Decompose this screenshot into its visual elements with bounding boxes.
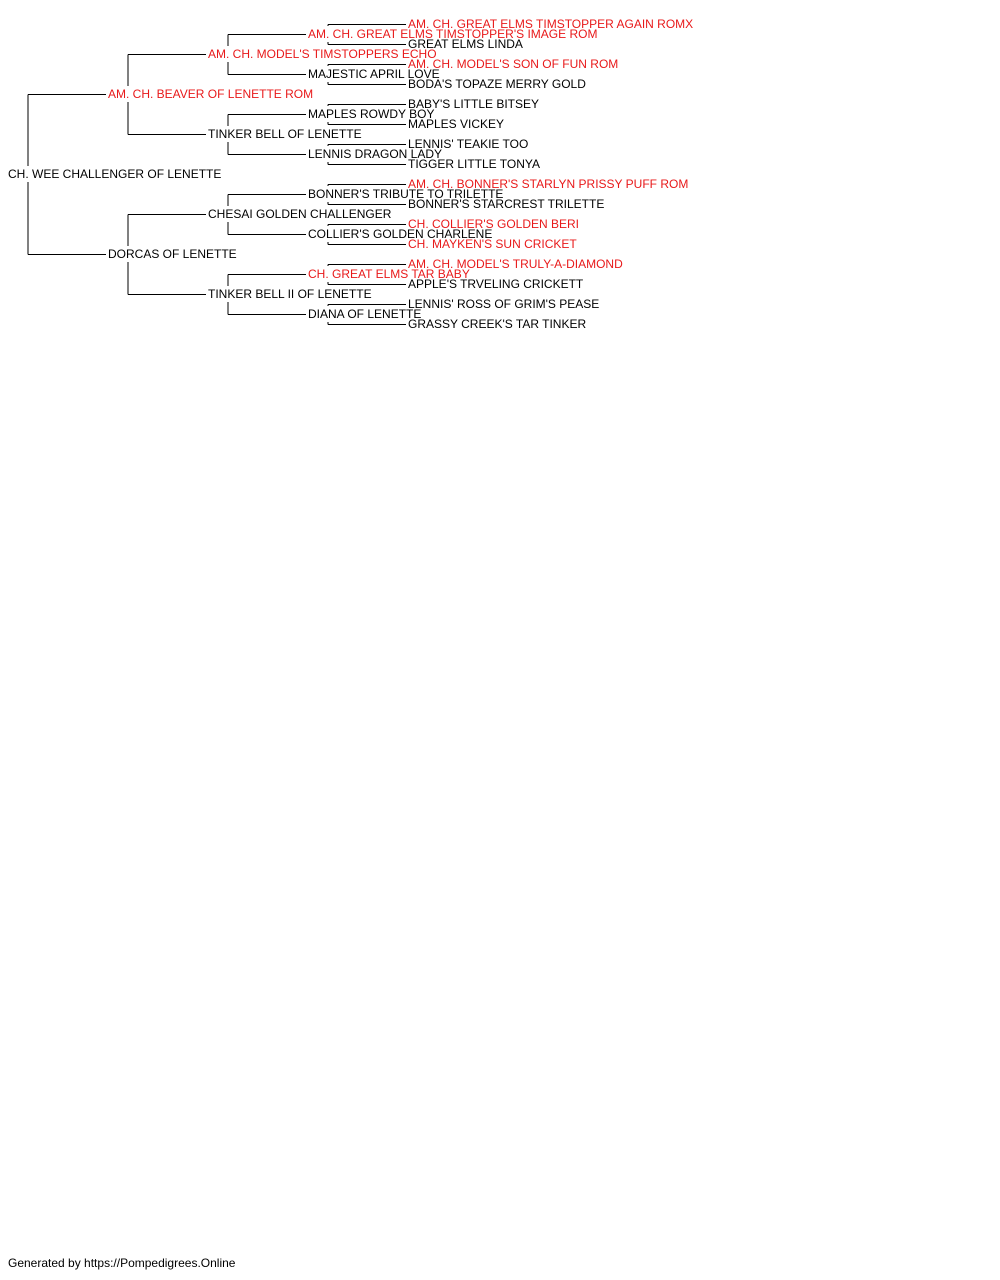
dog-name-gen5: TIGGER LITTLE TONYA xyxy=(408,157,540,171)
dog-name-gen5: APPLE'S TRVELING CRICKETT xyxy=(408,277,584,291)
dog-name-gen5: AM. CH. GREAT ELMS TIMSTOPPER AGAIN ROMX xyxy=(408,17,693,31)
dog-name-gen4: AM. CH. GREAT ELMS TIMSTOPPER'S IMAGE RO… xyxy=(308,27,597,41)
dog-name-gen4: COLLIER'S GOLDEN CHARLENE xyxy=(308,227,492,241)
dog-name-gen4: DIANA OF LENETTE xyxy=(308,307,421,321)
dog-name-gen5: BABY'S LITTLE BITSEY xyxy=(408,97,539,111)
dog-name-gen5: CH. MAYKEN'S SUN CRICKET xyxy=(408,237,577,251)
dog-name-gen5: GREAT ELMS LINDA xyxy=(408,37,523,51)
dog-name-gen5: BONNER'S STARCREST TRILETTE xyxy=(408,197,604,211)
dog-name-gen5: AM. CH. MODEL'S TRULY-A-DIAMOND xyxy=(408,257,623,271)
dog-name-gen5: CH. COLLIER'S GOLDEN BERI xyxy=(408,217,579,231)
dog-name-gen4: LENNIS DRAGON LADY xyxy=(308,147,442,161)
dog-name-gen3: TINKER BELL II OF LENETTE xyxy=(208,287,372,301)
dog-name-gen4: MAJESTIC APRIL LOVE xyxy=(308,67,440,81)
generated-by-footer: Generated by https://Pompedigrees.Online xyxy=(8,1256,236,1270)
dog-name-gen5: LENNIS' TEAKIE TOO xyxy=(408,137,528,151)
dog-name-gen4: BONNER'S TRIBUTE TO TRILETTE xyxy=(308,187,503,201)
dog-name-gen2: AM. CH. BEAVER OF LENETTE ROM xyxy=(108,87,313,101)
dog-name-gen3: TINKER BELL OF LENETTE xyxy=(208,127,362,141)
dog-name-gen5: BODA'S TOPAZE MERRY GOLD xyxy=(408,77,586,91)
dog-name-gen5: AM. CH. BONNER'S STARLYN PRISSY PUFF ROM xyxy=(408,177,688,191)
dog-name-gen2: DORCAS OF LENETTE xyxy=(108,247,237,261)
dog-name-gen5: GRASSY CREEK'S TAR TINKER xyxy=(408,317,586,331)
dog-name-gen5: MAPLES VICKEY xyxy=(408,117,504,131)
dog-name-gen5: AM. CH. MODEL'S SON OF FUN ROM xyxy=(408,57,618,71)
dog-name-gen1: CH. WEE CHALLENGER OF LENETTE xyxy=(8,167,221,181)
dog-name-gen4: CH. GREAT ELMS TAR BABY xyxy=(308,267,470,281)
dog-name-gen3: AM. CH. MODEL'S TIMSTOPPERS ECHO xyxy=(208,47,437,61)
dog-name-gen4: MAPLES ROWDY BOY xyxy=(308,107,434,121)
dog-name-gen3: CHESAI GOLDEN CHALLENGER xyxy=(208,207,392,221)
dog-name-gen5: LENNIS' ROSS OF GRIM'S PEASE xyxy=(408,297,599,311)
